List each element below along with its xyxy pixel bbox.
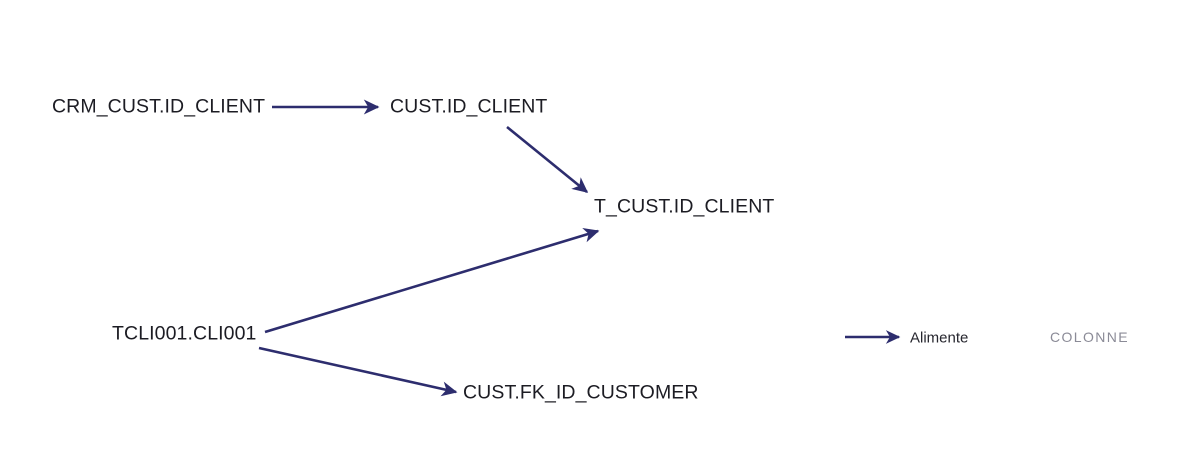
- node-label-tcli001-cli001: TCLI001.CLI001: [112, 322, 257, 345]
- flow-arrow: [506, 125, 589, 194]
- legend-label-alimente: Alimente: [910, 329, 969, 347]
- flow-arrow: [264, 227, 600, 334]
- node-label-cust-id-client: CUST.ID_CLIENT: [390, 95, 548, 118]
- legend-label-colonne: COLONNE: [1050, 329, 1130, 345]
- node-label-cust-fk-id-customer: CUST.FK_ID_CUSTOMER: [463, 381, 699, 404]
- flow-arrow: [258, 346, 458, 397]
- node-label-crm-cust-id-client: CRM_CUST.ID_CLIENT: [52, 95, 266, 118]
- node-label-t-cust-id-client: T_CUST.ID_CLIENT: [594, 195, 775, 218]
